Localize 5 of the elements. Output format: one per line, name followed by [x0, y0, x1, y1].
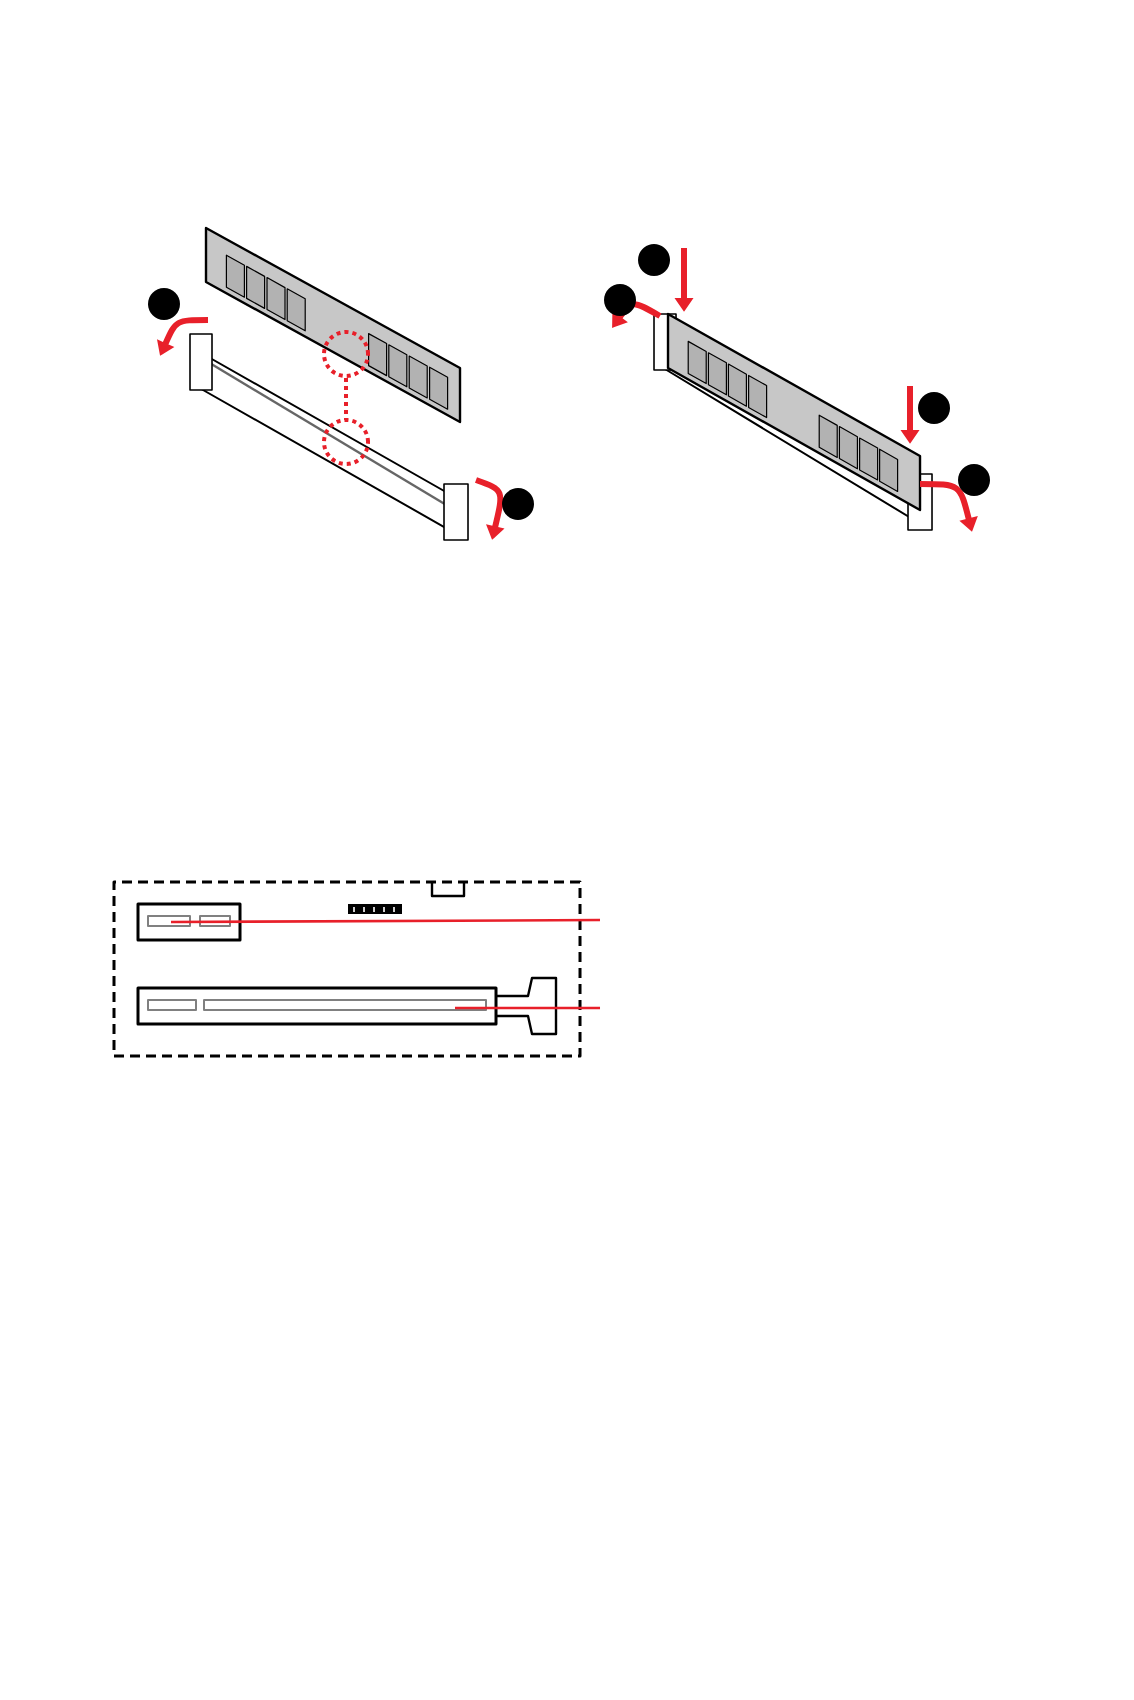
slot [136, 902, 242, 942]
slot [136, 976, 558, 1036]
leader-line [171, 918, 600, 924]
leader-line [455, 1006, 600, 1010]
board-outline [112, 880, 582, 1058]
